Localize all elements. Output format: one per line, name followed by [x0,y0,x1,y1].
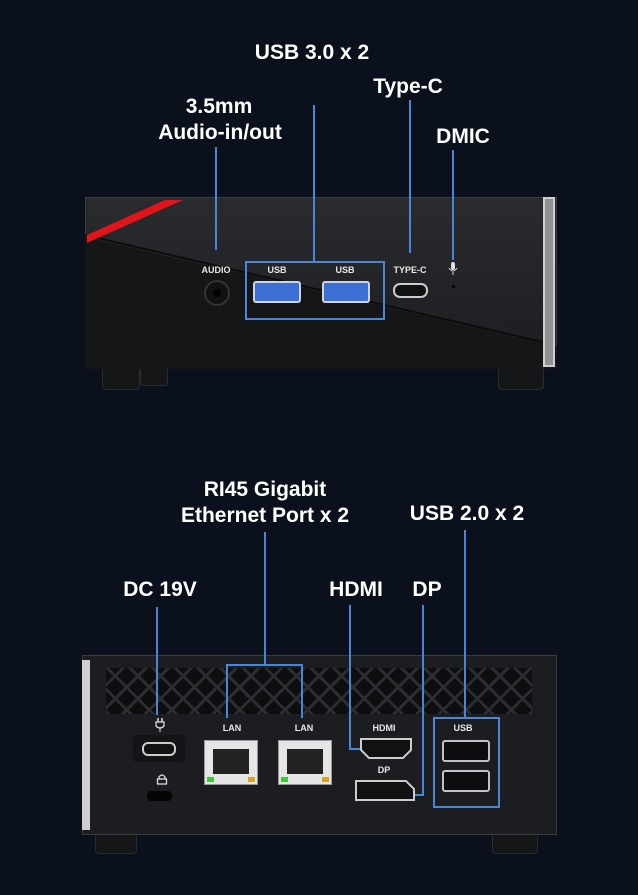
port-label-usb: USB [453,723,473,733]
callout-audio-line1: 3.5mm [185,95,253,118]
rj45-port [204,740,258,785]
dc-type-c-port [142,742,176,756]
callout-hdmi: HDMI [329,578,383,601]
device-foot [102,366,140,390]
microphone-hole [452,285,455,288]
type-c-port [393,283,428,298]
usb2-port [442,770,490,792]
displayport-port [355,780,415,801]
rj45-port [278,740,332,785]
power-plug-icon [155,718,165,732]
kensington-lock-slot [147,791,172,801]
callout-dmic: DMIC [436,125,490,148]
usb2-highlight-box [433,717,500,808]
port-label-usb: USB [267,265,287,275]
port-label-dp: DP [377,765,391,775]
device-foot [492,832,538,854]
port-label-lan: LAN [294,723,314,733]
callout-usb2: USB 2.0 x 2 [409,502,525,525]
device-foot [95,832,137,854]
callout-rj45-line1: RI45 Gigabit [203,478,327,501]
audio-jack [204,280,230,306]
usb2-port [442,740,490,762]
callout-audio-line2: Audio-in/out [158,121,282,144]
usb3-highlight-box [245,261,385,320]
hdmi-port [360,738,412,759]
port-label-hdmi: HDMI [372,723,396,733]
vent-grille [106,668,532,714]
device-foot [140,366,168,386]
front-device-shading [85,197,557,369]
device-foot [498,366,544,390]
callout-type-c: Type-C [373,75,443,98]
callout-dp: DP [412,578,442,601]
port-label-lan: LAN [222,723,242,733]
port-label-usb: USB [335,265,355,275]
dc-port-frame [133,735,185,762]
device-side-edge [82,660,90,830]
lock-icon [156,774,168,785]
usb3-port [322,281,370,303]
port-label-audio: AUDIO [201,265,231,275]
microphone-icon [448,262,458,275]
callout-usb3: USB 3.0 x 2 [254,41,370,64]
port-label-type-c: TYPE-C [393,265,427,275]
callout-dc: DC 19V [123,578,197,601]
callout-rj45-line2: Ethernet Port x 2 [180,504,350,527]
usb3-port [253,281,301,303]
